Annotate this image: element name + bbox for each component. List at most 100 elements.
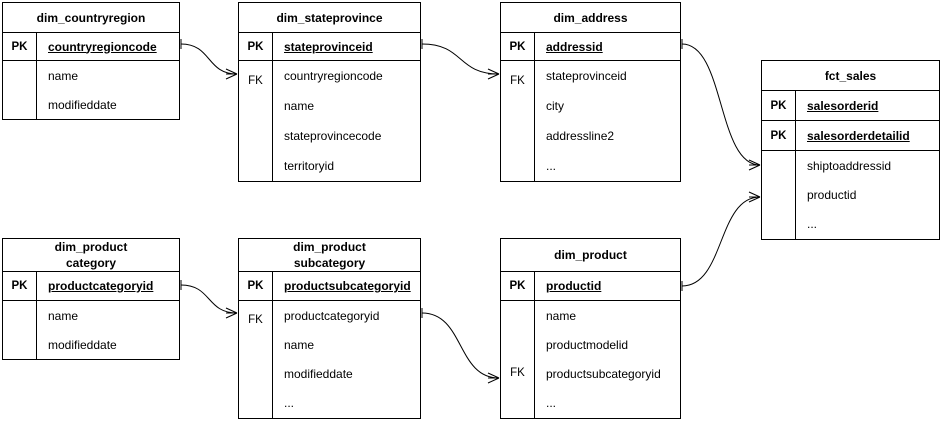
entity-title: dim_stateprovince [239, 3, 420, 33]
cardinality-many-marker [487, 68, 500, 80]
row-key-label [501, 392, 534, 418]
row-attribute-name: stateprovinceid [284, 39, 373, 54]
row-attribute-name: productid [546, 279, 602, 293]
row-attribute-name: countryregioncode [48, 39, 157, 54]
row-key-label: FK [510, 74, 525, 87]
entity-row[interactable]: PK productid [501, 272, 680, 301]
row-key-label [501, 100, 534, 127]
entity-row[interactable]: PK countryregioncode [3, 33, 179, 61]
connector-line [421, 43, 500, 75]
connector-line [681, 196, 761, 287]
row-attribute-name: modifieddate [48, 97, 117, 112]
row-key-label: PK [3, 272, 37, 300]
row-key-label [239, 100, 272, 127]
row-attribute-name: name [546, 308, 577, 323]
row-key-column: FK [239, 61, 273, 181]
row-attribute-name: modifieddate [284, 367, 353, 382]
row-key-label: FK [510, 366, 525, 379]
row-attribute-name: name [48, 68, 79, 83]
row-key-column: FK [501, 61, 535, 181]
row-attribute-name: productcategoryid [48, 279, 154, 293]
row-key-label: PK [3, 33, 37, 60]
row-key-label [3, 90, 36, 119]
cardinality-many-marker [487, 372, 500, 384]
row-attribute-name: addressid [546, 39, 603, 54]
row-attribute-name: ... [284, 396, 295, 411]
entity-row[interactable]: PK productcategoryid [3, 272, 179, 301]
row-attribute-name: salesorderdetailid [807, 128, 910, 143]
connector-line [180, 284, 238, 314]
entity-row-group: FK countryregioncode name stateprovincecode… [239, 61, 420, 181]
entity-title: dim_product [501, 239, 680, 272]
row-key-label [501, 327, 534, 353]
row-key-label [762, 151, 795, 180]
row-key-label [239, 366, 272, 392]
row-attribute-name: name [284, 337, 315, 352]
row-key-column [762, 151, 796, 239]
row-attribute-name: salesorderid [807, 98, 879, 113]
cardinality-many-marker [225, 307, 238, 319]
entity-row[interactable]: PK addressid [501, 33, 680, 61]
row-attribute-name: ... [546, 396, 557, 411]
row-attribute-name: stateprovinceid [546, 69, 627, 83]
entity-title: dim_countryregion [3, 3, 179, 33]
row-key-label [762, 180, 795, 209]
row-key-label: PK [501, 33, 535, 60]
row-key-column: FK [239, 301, 273, 418]
row-key-label [239, 154, 272, 181]
row-attribute-name: modifieddate [48, 337, 117, 352]
row-attribute-name: productid [807, 187, 857, 202]
entity-title: dim_product category [3, 239, 179, 272]
row-key-label: PK [239, 272, 273, 300]
cardinality-many-marker [225, 68, 238, 80]
row-attribute-name: stateprovincecode [284, 129, 382, 143]
row-attribute-name: productmodelid [546, 337, 629, 352]
row-attribute-name: ... [546, 159, 557, 173]
row-key-label [501, 301, 534, 327]
relationship-product-to-fctsales [681, 191, 761, 291]
relationship-stateprovince-to-address [421, 39, 500, 80]
row-attribute-name: shiptoaddressid [807, 158, 892, 173]
row-attribute-name: productsubcategoryid [284, 279, 411, 293]
row-key-label: PK [762, 121, 796, 150]
entity-title: fct_sales [762, 61, 939, 91]
row-attribute-name: name [284, 99, 315, 113]
row-key-column [3, 301, 37, 359]
relationship-subcategory-to-product [421, 308, 500, 384]
entity-title: dim_address [501, 3, 680, 33]
entity-title: dim_product subcategory [239, 239, 420, 272]
relationship-countryregion-to-stateprovince [180, 39, 238, 80]
row-key-label [501, 127, 534, 154]
row-attribute-column: name modifieddate [37, 61, 179, 119]
relationship-productcategory-to-subcategory [180, 280, 238, 319]
row-key-column [3, 61, 37, 119]
row-attribute-name: countryregioncode [284, 69, 383, 83]
entity-row[interactable]: PK productsubcategoryid [239, 272, 420, 301]
row-key-label [239, 339, 272, 365]
row-key-label: PK [501, 272, 535, 300]
cardinality-many-marker [748, 159, 761, 171]
row-attribute-name: city [546, 99, 564, 113]
entity-row[interactable]: PK salesorderdetailid [762, 121, 939, 151]
connector-line [681, 43, 761, 166]
row-attribute-name: ... [807, 217, 818, 232]
